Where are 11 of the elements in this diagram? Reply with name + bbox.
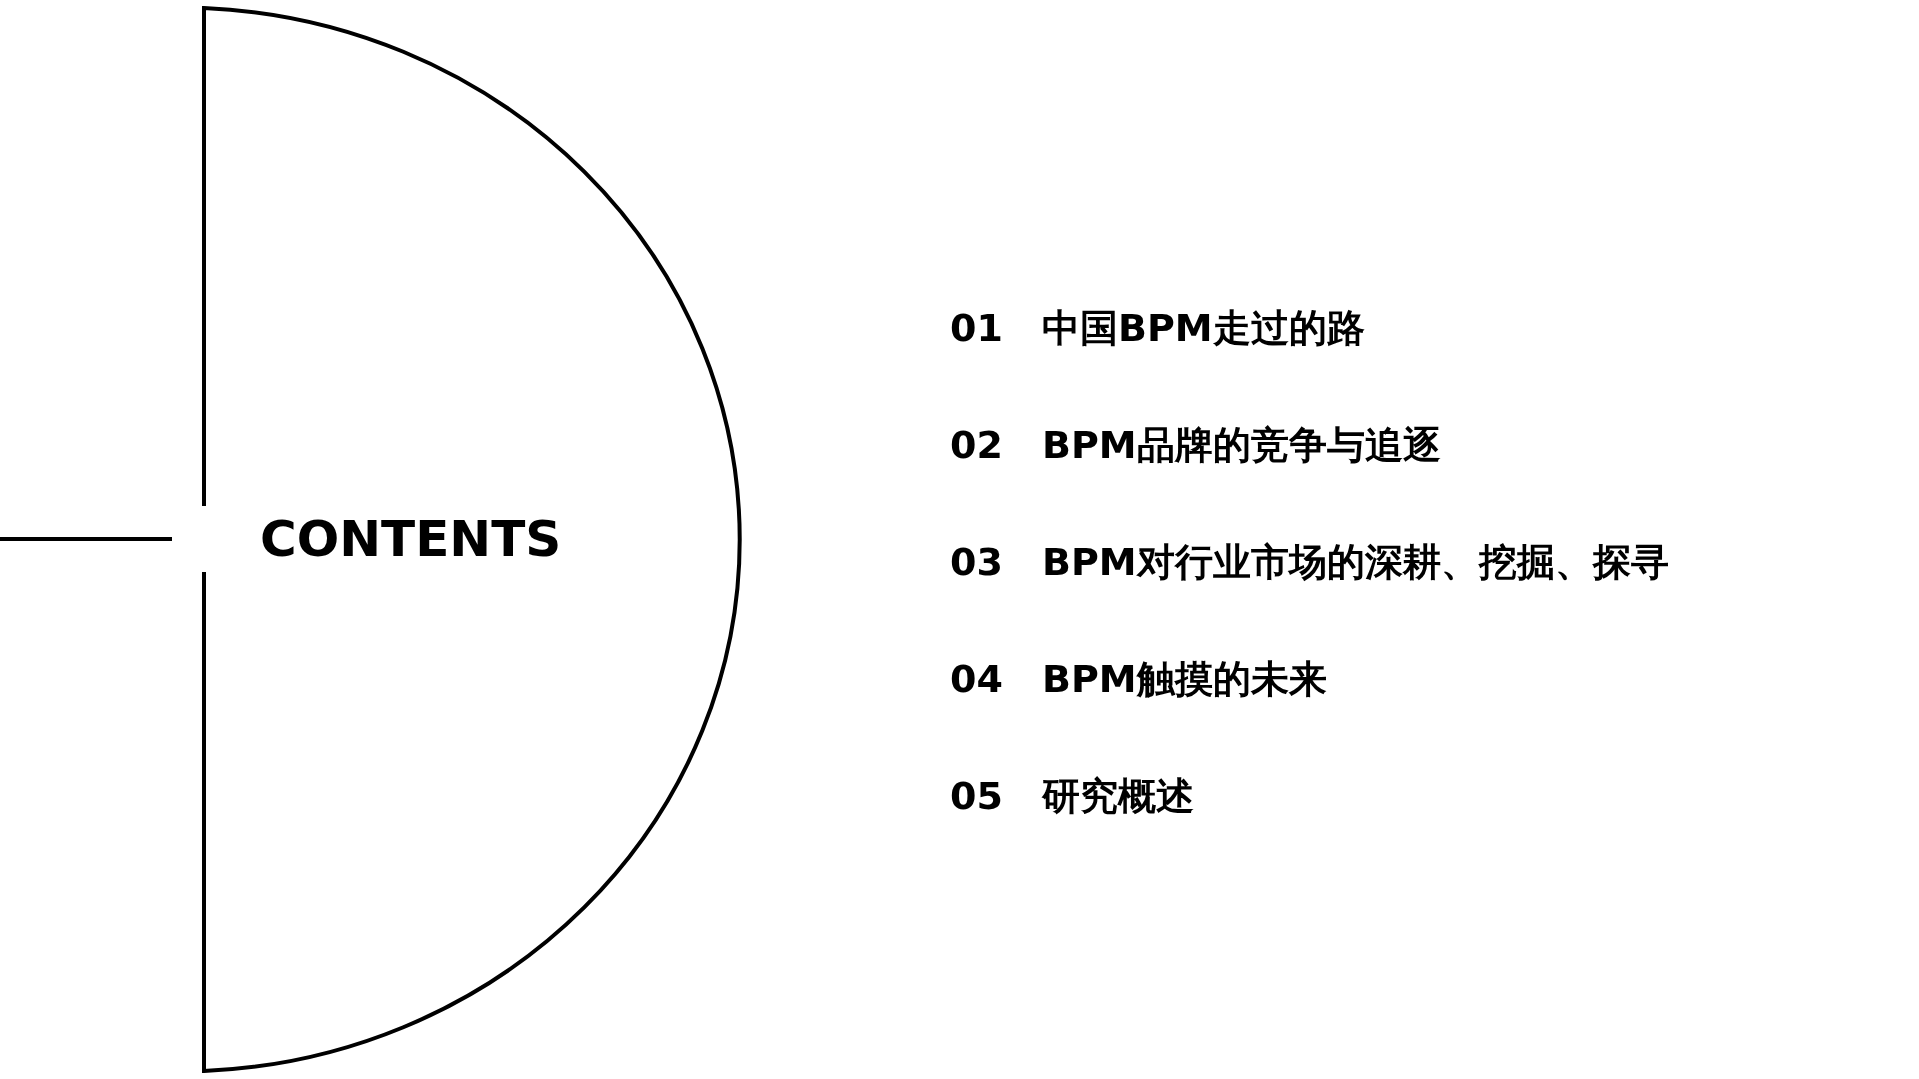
item-number: 04 xyxy=(950,656,1004,703)
item-number: 02 xyxy=(950,422,1004,469)
item-title: 中国BPM走过的路 xyxy=(1042,305,1365,352)
contents-heading: CONTENTS xyxy=(260,509,562,569)
item-title: 研究概述 xyxy=(1042,773,1194,820)
item-title: BPM触摸的未来 xyxy=(1042,656,1327,703)
item-number: 05 xyxy=(950,773,1004,820)
item-title: BPM对行业市场的深耕、挖掘、探寻 xyxy=(1042,539,1669,586)
item-number: 03 xyxy=(950,539,1004,586)
item-title: BPM品牌的竞争与追逐 xyxy=(1042,422,1441,469)
item-number: 01 xyxy=(950,305,1004,352)
